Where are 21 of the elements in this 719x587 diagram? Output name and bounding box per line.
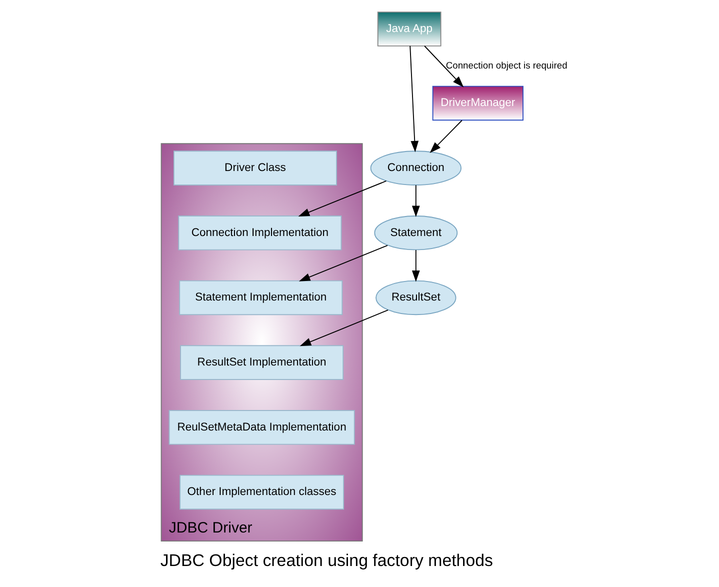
arrow: [429, 120, 462, 154]
arrow: [299, 310, 388, 346]
arrow: [298, 180, 386, 216]
arrow: [411, 184, 420, 217]
edge-label: Connection object is required: [445, 59, 567, 70]
arrow: [298, 244, 388, 282]
node-box: DriverManager: [432, 86, 523, 121]
arrow: [411, 250, 420, 282]
caption: JDBC Object creation using factory methods: [160, 550, 492, 570]
node-ellipse: ResultSet: [375, 280, 456, 316]
node-ellipse: Statement: [374, 216, 458, 250]
node-box: Driver Class: [173, 150, 336, 186]
node-ellipse: Connection: [370, 150, 461, 186]
node-box: Connection Implementation: [178, 216, 342, 250]
node-box: ReulSetMetaData Implementation: [168, 410, 354, 445]
node-box: Statement Implementation: [178, 280, 342, 316]
arrow: [424, 46, 464, 88]
node-box: ResultSet Implementation: [180, 345, 344, 380]
node-box: Java App: [376, 12, 441, 46]
node-box: Other Implementation classes: [179, 474, 344, 510]
arrow: [409, 45, 418, 152]
